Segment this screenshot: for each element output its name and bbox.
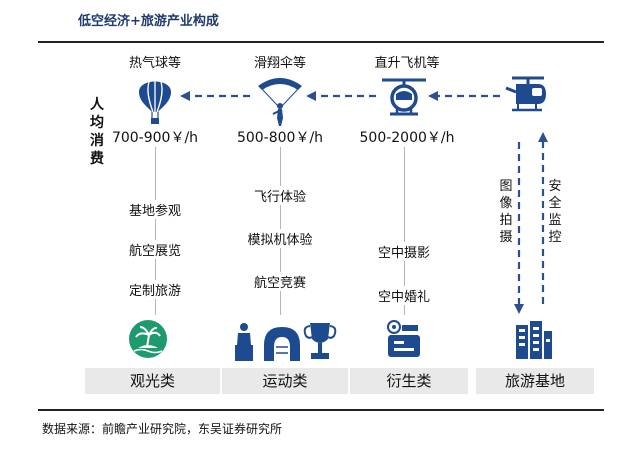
up-label: 图像拍摄 — [498, 178, 514, 246]
product-name-helicopter: 直升飞机等 — [374, 56, 440, 71]
category-label-base: 旅游基地 — [504, 372, 565, 390]
category-label-sports: 运动类 — [262, 372, 308, 390]
item-helicopter-2: 空中婚礼 — [349, 286, 459, 305]
top-rule — [38, 41, 604, 43]
down-label: 安全监控 — [547, 178, 563, 246]
page-title: 低空经济+旅游产业构成 — [78, 14, 219, 29]
category-band-sports: 运动类 — [222, 368, 348, 394]
item-paraglider-3: 航空竞赛 — [225, 272, 335, 291]
item-balloon-1: 基地参观 — [100, 200, 210, 219]
base-arrows — [514, 132, 548, 314]
item-paraglider-1: 飞行体验 — [225, 186, 335, 205]
product-name-balloon: 热气球等 — [128, 56, 181, 71]
side-label: 人均消费 — [88, 96, 106, 168]
trophy-icon — [303, 323, 337, 359]
helicopter-icon — [382, 78, 426, 116]
product-name-paraglider: 滑翔伞等 — [253, 56, 306, 71]
column-line-helicopter — [404, 147, 405, 315]
sports-icons — [235, 323, 337, 361]
item-balloon-2: 航空展览 — [100, 240, 210, 259]
category-label-sightseeing: 观光类 — [129, 372, 175, 390]
building-icon — [516, 321, 552, 359]
column-line-balloon — [155, 147, 156, 315]
paraglider-icon — [258, 78, 302, 126]
category-band-sightseeing: 观光类 — [85, 368, 220, 394]
drone-icon — [505, 76, 546, 112]
price-helicopter: 500-2000￥/h — [359, 130, 455, 146]
source-note: 数据来源：前瞻产业研究院，东吴证券研究所 — [42, 422, 283, 436]
hot-air-balloon-icon — [139, 79, 171, 124]
item-paraglider-2: 模拟机体验 — [225, 229, 335, 248]
category-band-base: 旅游基地 — [476, 368, 594, 394]
item-balloon-3: 定制旅游 — [100, 280, 210, 299]
dome-icon — [264, 327, 300, 361]
flow-arrows — [180, 91, 500, 101]
item-helicopter-1: 空中摄影 — [349, 242, 459, 261]
up-label-text: 图像拍摄 — [499, 179, 513, 245]
down-label-text: 安全监控 — [548, 179, 562, 245]
icon-row — [139, 76, 546, 126]
person-podium-icon — [235, 323, 253, 361]
price-balloon: 700-900￥/h — [111, 130, 199, 146]
category-band-derivative: 衍生类 — [350, 368, 468, 394]
camera-screen-icon — [387, 320, 420, 357]
price-paraglider: 500-800￥/h — [236, 130, 324, 146]
island-icon — [129, 320, 167, 358]
category-icon-row — [129, 320, 552, 361]
bottom-rule — [38, 409, 604, 411]
category-label-derivative: 衍生类 — [386, 372, 432, 390]
side-label-text: 人均消费 — [90, 97, 104, 167]
